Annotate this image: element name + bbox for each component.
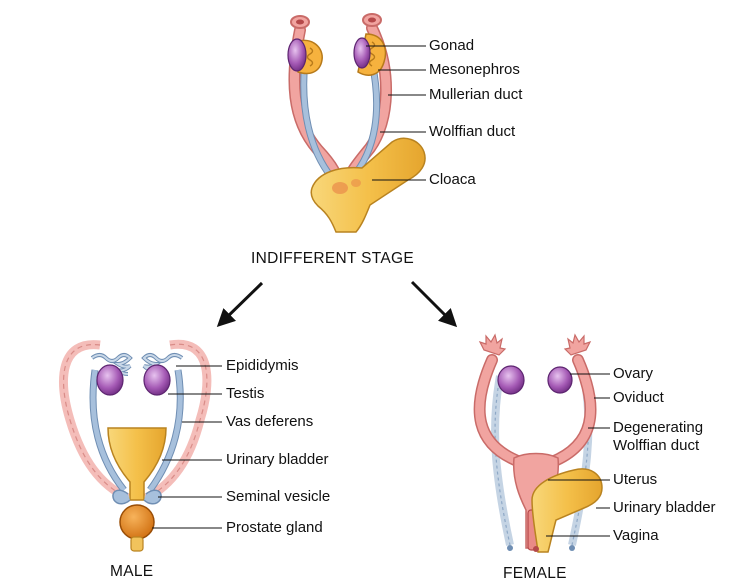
label-degenerating: Degenerating: [613, 419, 703, 436]
label-vagina: Vagina: [613, 527, 659, 544]
label-mesonephros: Mesonephros: [429, 61, 520, 78]
label-ovary: Ovary: [613, 365, 653, 382]
caption-indifferent-stage: INDIFFERENT STAGE: [251, 250, 414, 268]
label-oviduct: Oviduct: [613, 389, 664, 406]
male-testis-right: [144, 365, 170, 395]
caption-female: FEMALE: [503, 565, 567, 583]
label-wolffian-duct-female: Wolffian duct: [613, 437, 699, 454]
label-male-urinary-bladder: Urinary bladder: [226, 451, 329, 468]
female-figure: [480, 335, 602, 552]
label-gonad: Gonad: [429, 37, 474, 54]
label-mullerian-duct: Mullerian duct: [429, 86, 522, 103]
label-epididymis: Epididymis: [226, 357, 299, 374]
caption-male: MALE: [110, 563, 153, 581]
label-cloaca: Cloaca: [429, 171, 476, 188]
label-female-urinary-bladder: Urinary bladder: [613, 499, 716, 516]
female-ovary-right: [548, 367, 572, 393]
male-figure: [64, 344, 207, 551]
label-vas-deferens: Vas deferens: [226, 413, 313, 430]
arrow-to-male: [222, 283, 262, 322]
indifferent-gonad-right: [354, 38, 370, 68]
indifferent-stage-figure: [288, 14, 425, 232]
male-testis-left: [97, 365, 123, 395]
male-seminal-vesicle-left: [113, 490, 130, 504]
label-uterus: Uterus: [613, 471, 657, 488]
label-testis: Testis: [226, 385, 264, 402]
label-prostate-gland: Prostate gland: [226, 519, 323, 536]
male-prostate-gland: [120, 505, 154, 539]
label-wolffian-duct: Wolffian duct: [429, 123, 515, 140]
female-ovary-left: [498, 366, 524, 394]
arrow-to-female: [412, 282, 452, 322]
indifferent-gonad-left: [288, 39, 306, 71]
label-seminal-vesicle: Seminal vesicle: [226, 488, 330, 505]
